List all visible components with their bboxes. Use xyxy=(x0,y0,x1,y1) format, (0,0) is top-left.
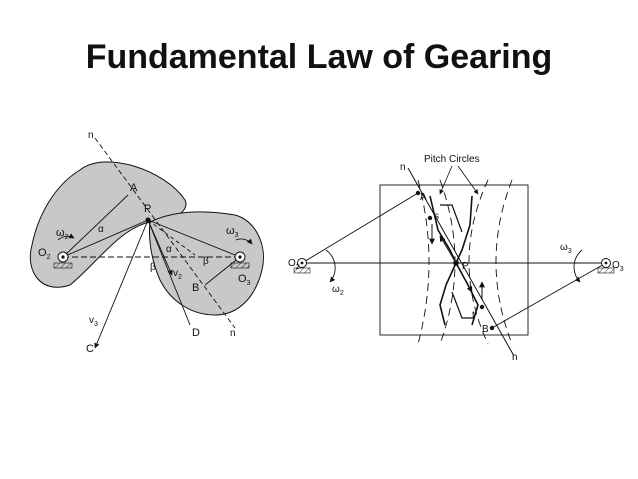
right-figure: Pitch Circles n A s P O2 ω2 ω3 O3 t B n xyxy=(288,154,624,363)
label-o2-right: O2 xyxy=(288,258,300,271)
o3-b-line-right xyxy=(491,262,607,329)
pivot-o3 xyxy=(230,251,250,269)
body-2-shape xyxy=(29,161,187,288)
label-omega2-right: ω2 xyxy=(332,284,344,297)
point-p-right xyxy=(453,260,459,266)
label-t: t xyxy=(472,310,475,321)
label-p: P xyxy=(144,203,151,215)
frame-box xyxy=(379,184,529,336)
label-alpha-1: α xyxy=(98,224,104,235)
omega2-arrow-icon xyxy=(57,233,75,241)
label-alpha-2: α xyxy=(166,244,172,255)
pitch-circle-3 xyxy=(468,179,489,345)
label-s: s xyxy=(434,211,439,222)
label-o2: O2 xyxy=(38,247,51,261)
label-a: A xyxy=(130,182,138,194)
point-b-right xyxy=(489,325,495,331)
label-d: D xyxy=(192,327,200,339)
p-dash-line xyxy=(147,219,196,256)
point-p xyxy=(145,217,151,223)
pivot-o2 xyxy=(53,251,73,269)
label-omega3-right: ω3 xyxy=(560,242,572,255)
pivot-o2-right xyxy=(293,258,311,274)
label-beta-2: β xyxy=(203,256,209,267)
label-c: C xyxy=(86,343,94,355)
pitch-circle-2-outer xyxy=(417,179,430,345)
o3-p-line xyxy=(147,219,241,258)
point-s xyxy=(427,215,433,221)
o2-a-line xyxy=(62,194,129,258)
arrow-p-down xyxy=(455,262,473,293)
omega3-arrow-icon xyxy=(235,238,253,245)
p-d-line xyxy=(147,219,191,326)
common-normal-line-right xyxy=(407,167,515,357)
label-omega2: ω2 xyxy=(56,227,69,241)
tooth-profile-extra xyxy=(440,204,474,319)
label-v3: v3 xyxy=(89,315,98,328)
label-o3-right: O3 xyxy=(612,260,624,273)
body-3-shape xyxy=(149,211,264,316)
label-pitch-circles: Pitch Circles xyxy=(424,154,480,165)
pitch-leader-1 xyxy=(439,165,453,195)
common-normal-line xyxy=(94,137,236,329)
v3-vector xyxy=(94,219,149,349)
label-beta-1: β xyxy=(150,262,156,273)
arrow-p-up xyxy=(439,235,457,264)
point-a-right xyxy=(415,190,421,196)
label-p-right: P xyxy=(462,261,469,272)
point-t xyxy=(479,304,485,310)
o2-a-line-right xyxy=(301,192,419,264)
label-n-bottom-right: n xyxy=(512,352,518,363)
o3-b-line xyxy=(204,256,241,286)
slide-title: Fundamental Law of Gearing xyxy=(85,38,553,76)
label-b: B xyxy=(192,282,199,294)
label-o3: O3 xyxy=(238,273,251,287)
label-n-top-right: n xyxy=(400,162,406,173)
label-n-top: n xyxy=(88,130,94,141)
label-a-right: A xyxy=(420,192,427,203)
omega3-arrow-icon-right xyxy=(573,249,583,283)
pitch-circle-3-outer xyxy=(495,179,513,345)
label-b-right: B xyxy=(482,324,489,335)
label-n-bottom: n xyxy=(230,328,236,339)
left-figure: n A P ω2 α ω3 O2 α β β v2 B O3 v3 C D n xyxy=(29,130,264,355)
o2-p-line xyxy=(62,219,149,258)
pitch-leader-2 xyxy=(457,165,479,195)
label-omega3: ω3 xyxy=(226,225,239,239)
omega2-arrow-icon-right xyxy=(325,249,336,283)
pivot-o3-right xyxy=(597,258,615,274)
label-v2: v2 xyxy=(173,268,182,281)
